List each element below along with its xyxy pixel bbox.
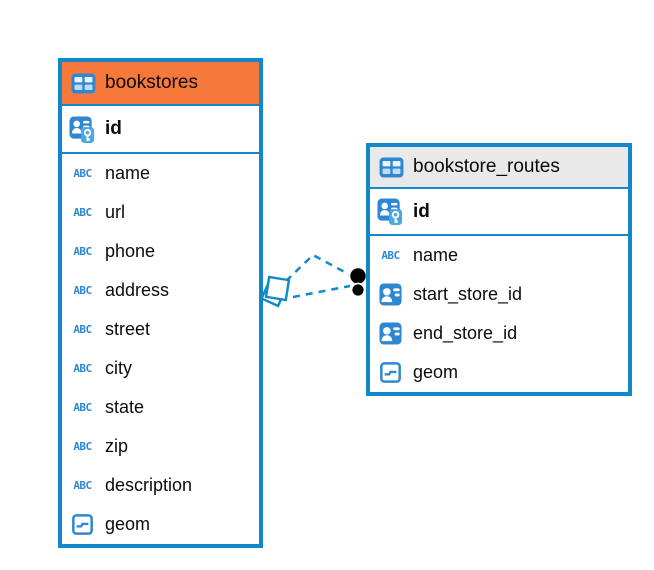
column-name: state bbox=[105, 397, 145, 417]
table-header[interactable]: bookstore_routes bbox=[370, 147, 628, 189]
column-name: end_store_id bbox=[413, 323, 518, 343]
abc-glyph: ABC bbox=[73, 167, 92, 180]
column-row-state[interactable]: ABC state bbox=[62, 388, 259, 427]
relationship-diamond-front-icon[interactable] bbox=[264, 275, 291, 302]
column-row-url[interactable]: ABC url bbox=[62, 193, 259, 232]
geometry-icon bbox=[67, 514, 98, 535]
table-icon bbox=[71, 73, 96, 94]
column-name: url bbox=[105, 202, 126, 222]
abc-glyph: ABC bbox=[73, 323, 92, 336]
column-row-name[interactable]: ABC name bbox=[370, 236, 628, 275]
abc-glyph: ABC bbox=[73, 362, 92, 375]
text-type-icon: ABC bbox=[67, 245, 98, 258]
column-name: start_store_id bbox=[413, 284, 523, 304]
text-type-icon: ABC bbox=[67, 206, 98, 219]
column-name: phone bbox=[105, 241, 156, 261]
column-row-phone[interactable]: ABC phone bbox=[62, 232, 259, 271]
relationship-line-upper[interactable] bbox=[285, 253, 353, 282]
column-row-geom[interactable]: geom bbox=[370, 353, 628, 392]
column-name: street bbox=[105, 319, 151, 339]
text-type-icon: ABC bbox=[67, 440, 98, 453]
column-name: address bbox=[105, 280, 170, 300]
text-type-icon: ABC bbox=[67, 362, 98, 375]
column-row-id[interactable]: id bbox=[62, 106, 259, 154]
foreign-key-person-icon bbox=[375, 283, 406, 306]
relationship-endpoint-dot-top[interactable] bbox=[348, 266, 368, 286]
abc-glyph: ABC bbox=[73, 479, 92, 492]
abc-glyph: ABC bbox=[381, 249, 400, 262]
text-type-icon: ABC bbox=[67, 167, 98, 180]
text-type-icon: ABC bbox=[67, 401, 98, 414]
geometry-icon bbox=[375, 362, 406, 383]
abc-glyph: ABC bbox=[73, 245, 92, 258]
table-icon bbox=[379, 157, 404, 178]
column-row-id[interactable]: id bbox=[370, 189, 628, 236]
relationship-line-lower[interactable] bbox=[292, 284, 351, 299]
column-row-zip[interactable]: ABC zip bbox=[62, 427, 259, 466]
text-type-icon: ABC bbox=[67, 284, 98, 297]
abc-glyph: ABC bbox=[73, 401, 92, 414]
column-name: id bbox=[105, 118, 122, 139]
column-name: description bbox=[105, 475, 193, 495]
abc-glyph: ABC bbox=[73, 440, 92, 453]
table-title: bookstore_routes bbox=[413, 156, 560, 177]
text-type-icon: ABC bbox=[67, 323, 98, 336]
primary-key-person-icon bbox=[67, 115, 98, 144]
table-header[interactable]: bookstores bbox=[62, 62, 259, 106]
abc-glyph: ABC bbox=[73, 206, 92, 219]
text-type-icon: ABC bbox=[67, 479, 98, 492]
column-name: name bbox=[105, 163, 151, 183]
table-columns: id ABC name start_store_id end_store_id … bbox=[370, 189, 628, 392]
foreign-key-person-icon bbox=[375, 322, 406, 345]
column-name: city bbox=[105, 358, 132, 378]
table-bookstore_routes[interactable]: bookstore_routes id ABC name start_store… bbox=[366, 143, 632, 396]
table-bookstores[interactable]: bookstores id ABC name ABC url ABC phone… bbox=[58, 58, 263, 548]
column-name: geom bbox=[413, 362, 459, 382]
column-row-address[interactable]: ABC address bbox=[62, 271, 259, 310]
column-row-start_store_id[interactable]: start_store_id bbox=[370, 275, 628, 314]
relationship-endpoint-dot-bottom[interactable] bbox=[350, 282, 366, 298]
text-type-icon: ABC bbox=[375, 249, 406, 262]
primary-key-person-icon bbox=[375, 197, 406, 226]
table-title: bookstores bbox=[105, 72, 198, 93]
column-row-description[interactable]: ABC description bbox=[62, 466, 259, 505]
table-columns: id ABC name ABC url ABC phone ABC addres… bbox=[62, 106, 259, 544]
abc-glyph: ABC bbox=[73, 284, 92, 297]
column-name: geom bbox=[105, 514, 151, 534]
column-row-street[interactable]: ABC street bbox=[62, 310, 259, 349]
column-row-geom[interactable]: geom bbox=[62, 505, 259, 544]
column-name: name bbox=[413, 245, 459, 265]
column-row-name[interactable]: ABC name bbox=[62, 154, 259, 193]
column-row-city[interactable]: ABC city bbox=[62, 349, 259, 388]
column-name: zip bbox=[105, 436, 129, 456]
column-row-end_store_id[interactable]: end_store_id bbox=[370, 314, 628, 353]
column-name: id bbox=[413, 200, 430, 222]
